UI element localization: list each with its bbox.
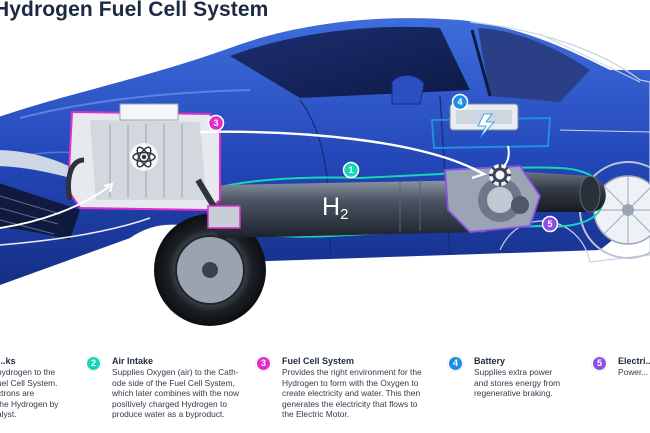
svg-text:4: 4: [457, 97, 462, 107]
callout-4: 4: [451, 93, 469, 111]
legend-badge: 4: [448, 356, 463, 371]
legend-desc: Power...: [618, 367, 649, 377]
side-mirror: [391, 75, 425, 105]
legend-title: Battery: [474, 356, 506, 366]
car-illustration: 1 3 4 5: [0, 18, 650, 326]
bolt-icon: [477, 113, 495, 139]
atom-icon: [130, 143, 158, 171]
car-rear-outline: [469, 21, 650, 263]
diagram-title: Hydrogen Fuel Cell System: [0, 0, 269, 21]
callout-3: 3: [207, 114, 225, 132]
legend: ...ks ...hydrogen to the...uel Cell Syst…: [0, 340, 650, 433]
callout-5: 5: [541, 215, 559, 233]
callout-1: 1: [342, 161, 360, 179]
legend-title: Fuel Cell System: [282, 356, 355, 366]
svg-text:5: 5: [547, 219, 552, 229]
legend-desc: ...hydrogen to the...uel Cell System....…: [0, 367, 59, 420]
power-flow-arrow: [199, 130, 481, 174]
legend-title: ...ks: [0, 356, 16, 366]
rear-tank: [525, 172, 606, 213]
hydrogen-tank-label: H2: [322, 193, 349, 223]
front-wheel: [154, 214, 266, 326]
air-flow-arrow: [0, 185, 111, 229]
legend-title: Air Intake: [112, 356, 154, 366]
legend-badge: 3: [256, 356, 271, 371]
legend-badge: 2: [86, 356, 101, 371]
electric-motor: [444, 165, 541, 233]
svg-text:1: 1: [348, 165, 353, 175]
legend-desc: Supplies Oxygen (air) to the Cath-ode si…: [112, 367, 240, 420]
legend-title: Electri...: [618, 356, 650, 366]
legend-badge: 5: [592, 356, 607, 371]
side-window: [478, 28, 590, 102]
svg-text:3: 3: [213, 118, 218, 128]
battery-pack: [430, 103, 552, 150]
gear-icon: [489, 164, 511, 186]
